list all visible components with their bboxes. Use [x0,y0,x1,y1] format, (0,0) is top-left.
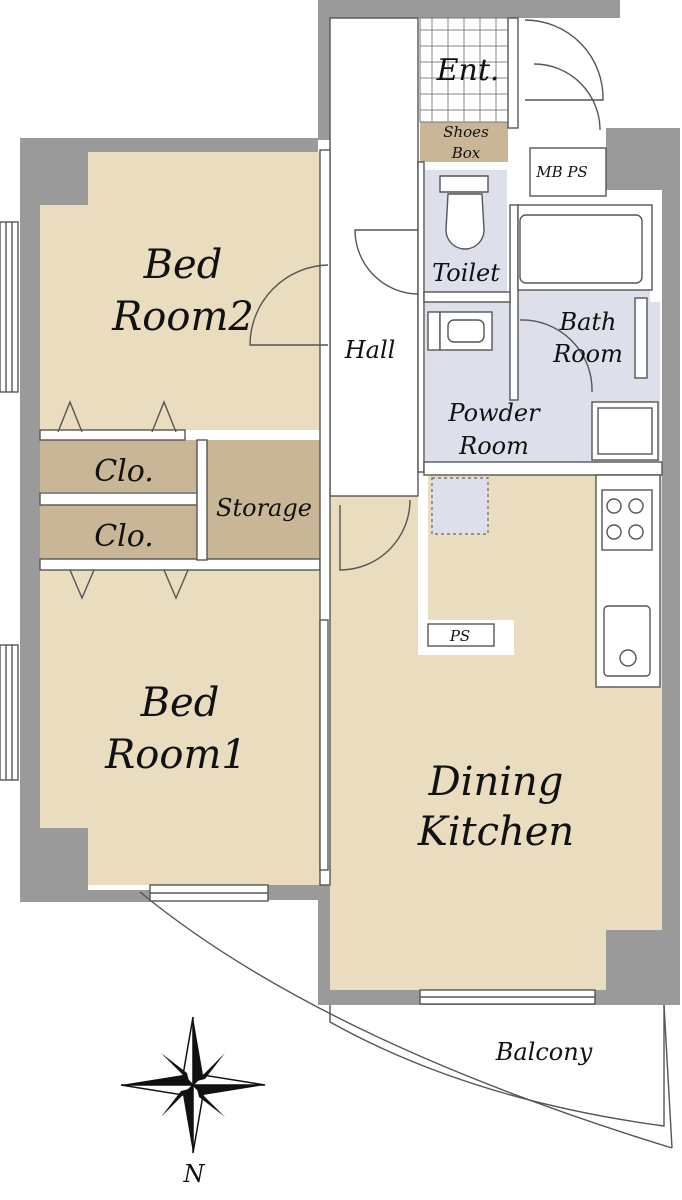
bathroom-label-line1: Bath [558,308,616,336]
closet-lower-floor [40,505,197,559]
room-labels: Bed Room2 Clo. Clo. Storage Bed Room1 Ha… [94,53,623,1188]
floors [40,17,662,990]
door-entrance-inner [533,63,601,131]
bedroom2-floor [40,152,320,430]
storage-label: Storage [216,494,312,522]
balcony-label: Balcony [495,1038,593,1066]
closet-upper-floor [40,440,197,492]
bathroom-label-line2: Room [552,340,623,368]
dining-kitchen-label-line2: Kitchen [417,809,574,855]
dining-kitchen-floor [330,475,662,990]
sliding-door-bedroom1 [319,619,329,871]
door-bathroom [519,319,593,393]
closet-lower-label: Clo. [94,519,154,554]
balcony [139,891,673,1149]
kitchen-sink [603,605,651,677]
doors [57,19,604,871]
bedroom1-floor [40,570,320,885]
dining-kitchen-label-line1: Dining [428,759,564,805]
windows [0,221,596,1005]
shoes-box-label-line1: Shoes [443,123,489,141]
mb-ps-box [529,147,607,197]
closet-upper-label: Clo. [94,454,154,489]
toilet-label: Toilet [432,259,500,287]
hall-label: Hall [344,336,396,364]
north-label: N [183,1160,206,1188]
fixtures [427,175,659,677]
doors-closet-upper [57,400,177,433]
bathtub [519,214,643,284]
toilet-bowl [445,193,485,250]
door-entrance [524,19,604,101]
compass-icon [120,1016,266,1154]
entrance-tiles [419,17,509,123]
bedroom2-label-line1: Bed [143,242,223,288]
door-toilet [354,229,419,295]
shoes-box-label-line2: Box [451,144,481,162]
hall-floor [329,17,419,497]
door-bedroom2 [249,264,329,346]
toilet-tank [439,175,489,193]
storage-floor [207,440,320,559]
ps-label: PS [449,627,470,645]
window-bedroom1 [0,644,19,781]
door-dining [339,499,411,571]
bedroom1-label-line1: Bed [140,680,220,726]
bedroom2-label-line2: Room2 [111,294,254,340]
bedroom1-label-line2: Room1 [104,732,247,778]
cooktop [601,489,653,551]
shoes-box-floor [420,122,508,162]
doors-closet-lower [69,569,189,600]
ps-duct [427,623,495,647]
powder-room-label-line1: Powder [447,399,541,427]
entrance-label: Ent. [436,53,500,88]
powder-room-label-line2: Room [458,432,529,460]
fridge-space [431,477,489,535]
window-bedroom2 [0,221,19,393]
mb-ps-label: MB PS [535,163,588,181]
